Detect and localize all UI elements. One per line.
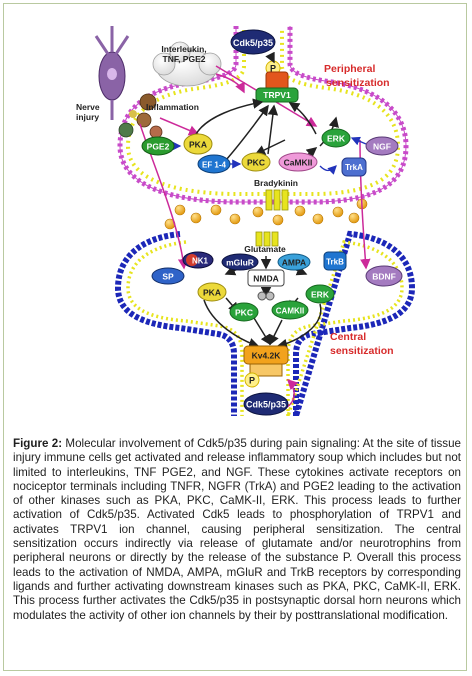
pka-bottom-label: PKA <box>203 288 221 298</box>
inflammation-label: Inflammation <box>146 102 199 112</box>
cdk5-p35-bottom-label: Cdk5/p35 <box>246 400 286 410</box>
mglur-label: mGluR <box>226 258 254 268</box>
ngf-ligand: NGF <box>365 136 399 156</box>
nk1-label: NK1 <box>192 257 209 266</box>
phospho-bottom: P <box>244 372 260 388</box>
trpv1-channel: TRPV1 <box>255 71 299 103</box>
camkii-top-label: CaMKII <box>284 158 313 168</box>
sp-ligand: SP <box>151 267 185 285</box>
pkc-bottom-label: PKC <box>235 308 253 318</box>
bottom-pathway-arrows <box>203 256 322 350</box>
inflammation-cloud <box>152 41 222 87</box>
phospho-top-label: P <box>270 64 276 74</box>
pkc-bottom: PKC <box>229 302 259 322</box>
cdk5-p35-top-label: Cdk5/p35 <box>233 38 273 48</box>
bradykinin-label: Bradykinin <box>254 178 298 188</box>
phospho-bottom-label: P <box>249 376 255 386</box>
glutamate-channel <box>255 231 279 247</box>
bdnf-ligand: BDNF <box>365 265 403 287</box>
trkb-receptor: TrkB <box>323 251 347 271</box>
ampa-receptor: AMPA <box>277 253 311 271</box>
pkc-top: PKC <box>241 152 271 172</box>
immune-cells <box>118 93 163 139</box>
erk-bottom: ERK <box>305 284 335 304</box>
central-terminal <box>114 230 416 417</box>
pge2-receptor: PGE2 <box>141 136 175 156</box>
sp-label: SP <box>162 272 174 282</box>
trkb-label: TrkB <box>326 258 344 267</box>
pka-bottom: PKA <box>197 282 227 302</box>
erk-top-label: ERK <box>327 134 346 144</box>
figure-caption: Figure 2: Molecular involvement of Cdk5/… <box>13 437 461 623</box>
trka-receptor: TrkA <box>341 157 367 177</box>
mglur-receptor: mGluR <box>221 253 259 271</box>
interleukin-label: Interleukin, <box>161 44 206 54</box>
caption-text: Molecular involvement of Cdk5/p35 during… <box>13 437 461 622</box>
pain-signaling-diagram: Cdk5/p35 P TRPV1 Peripheral sensitizatio… <box>76 26 416 417</box>
ampa-label: AMPA <box>282 258 306 268</box>
erk-bottom-label: ERK <box>311 290 330 300</box>
trpv1-label: TRPV1 <box>263 90 291 100</box>
caption-label: Figure 2: <box>13 437 63 450</box>
glutamate-label: Glutamate <box>244 244 286 254</box>
peripheral-label-1: Peripheral <box>324 63 375 75</box>
central-label-1: Central <box>330 331 366 343</box>
tnf-pge2-label: TNF, PGE2 <box>163 54 206 64</box>
nmda-label: NMDA <box>253 274 279 284</box>
ef14-receptor: EF 1-4 <box>197 154 231 174</box>
peripheral-label-2: sensitization <box>326 77 390 89</box>
nerve-label: Nerve <box>76 102 100 112</box>
cdk5-p35-top: Cdk5/p35 <box>230 29 276 55</box>
vesicle-group <box>164 198 368 230</box>
bdnf-label: BDNF <box>372 272 396 282</box>
erk-top: ERK <box>321 128 351 148</box>
pge2-label: PGE2 <box>147 142 170 152</box>
camkii-top: CaMKII <box>278 152 318 172</box>
figure-frame <box>3 3 467 671</box>
pka-top-label: PKA <box>189 140 207 150</box>
kv42k-label: Kv4.2K <box>252 351 282 361</box>
kv42k-channel: Kv4.2K <box>243 345 289 377</box>
central-label-2: sensitization <box>330 345 394 357</box>
ngf-label: NGF <box>373 142 391 152</box>
ef14-label: EF 1-4 <box>202 161 227 170</box>
trka-label: TrkA <box>345 163 363 172</box>
nmda-channel-pore <box>257 291 275 301</box>
injury-label: injury <box>76 112 99 122</box>
nmda-receptor: NMDA <box>247 269 285 287</box>
bradykinin-channel <box>265 189 289 211</box>
cdk5-p35-bottom: Cdk5/p35 <box>243 392 289 416</box>
camkii-bottom-label: CAMKII <box>276 307 304 316</box>
neuron-cell <box>94 26 130 120</box>
nk1-receptor: NK1 <box>182 251 214 269</box>
pka-top: PKA <box>183 133 213 155</box>
pkc-top-label: PKC <box>247 158 265 168</box>
camkii-bottom: CAMKII <box>271 300 309 320</box>
